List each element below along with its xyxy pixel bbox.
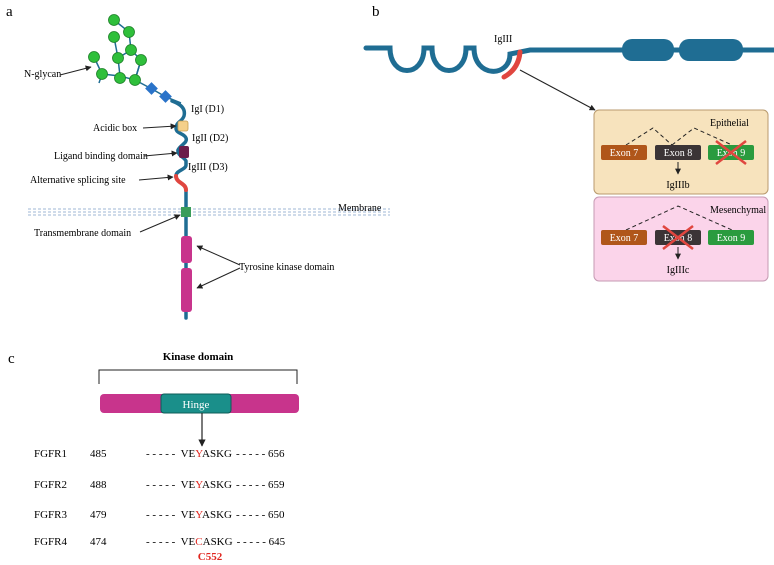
ig3-label: IgIII (D3) [188, 162, 228, 173]
sequence-row-fgfr2: FGFR2 488 - - - - - VEYASKG- - - - - 659 [34, 479, 285, 491]
hinge-box [160, 393, 232, 414]
svg-text:474: 474 [90, 536, 107, 548]
glycan-square-2 [159, 90, 172, 103]
panel-a-letter: a [6, 4, 13, 20]
svg-text:485: 485 [90, 448, 107, 460]
ig2-label: IgII (D2) [192, 133, 228, 144]
kinase-shape-1 [181, 236, 192, 263]
epithelial-title: Epithelial [710, 118, 749, 129]
ig1-label: IgI (D1) [191, 104, 224, 115]
mesenchymal-product: IgIIIc [667, 265, 690, 276]
glycan-node [114, 72, 126, 84]
mesenchymal-title: Mesenchymal [710, 205, 766, 216]
residue-highlight: Y [195, 479, 203, 491]
n-glycan-label: N-glycan [24, 69, 61, 80]
svg-text:FGFR3: FGFR3 [34, 509, 68, 521]
residue-highlight: C [195, 536, 202, 548]
ligand-binding-shape [179, 146, 189, 158]
svg-text:479: 479 [90, 509, 107, 521]
ig3-label-b: IgIII [494, 34, 512, 45]
mesenchymal-exclusion-cross-icon [662, 225, 694, 250]
membrane-label: Membrane [338, 203, 382, 214]
ligand-binding-label: Ligand binding domain [54, 151, 148, 162]
kinase-shape-2 [181, 268, 192, 312]
epithelial-exon-8 [655, 145, 701, 160]
svg-text:Exon 9: Exon 9 [717, 233, 746, 244]
tyrosine-kinase-label: Tyrosine kinase domain [239, 262, 334, 273]
alt-splicing-label: Alternative splicing site [30, 175, 126, 186]
panel-a: a [6, 4, 390, 320]
kinase-block-1 [622, 39, 674, 61]
c552-label: C552 [198, 551, 223, 563]
svg-text:Exon 7: Exon 7 [610, 148, 639, 159]
glycan-square-1 [145, 82, 158, 95]
sequence-row-fgfr4: FGFR4 474 - - - - - VECASKG- - - - - 645 [34, 536, 286, 548]
sequence-row-fgfr1: FGFR1 485 - - - - - VEYASKG- - - - - 656 [34, 448, 285, 460]
mesenchymal-exon-7 [601, 230, 647, 245]
panel-b: b IgIII Epithelial Exon 7 Exon 8 Exon 9 … [363, 4, 774, 282]
mesenchymal-exon-9 [708, 230, 754, 245]
glycan-node [88, 51, 100, 63]
svg-text:- - - - - VEYASKG- - - - - 65: - - - - - VEYASKG- - - - - 659 [146, 479, 285, 491]
transmembrane-shape [181, 207, 191, 217]
svg-text:- - - - - VEYASKG- - - - - 65: - - - - - VEYASKG- - - - - 656 [146, 448, 285, 460]
glycan-node [125, 44, 137, 56]
glycan-node [129, 74, 141, 86]
epithelial-exon-7 [601, 145, 647, 160]
epithelial-box: Epithelial Exon 7 Exon 8 Exon 9 IgIIIb [593, 109, 769, 195]
acidic-box-label: Acidic box [93, 123, 137, 134]
membrane [28, 208, 390, 216]
svg-text:FGFR1: FGFR1 [34, 448, 67, 460]
glycan-node [108, 14, 120, 26]
kinase-block-2 [679, 39, 743, 61]
acidic-box-shape [177, 120, 189, 132]
sequence-row-fgfr3: FGFR3 479 - - - - - VEYASKG- - - - - 650 [34, 509, 285, 521]
svg-text:Exon 8: Exon 8 [664, 148, 693, 159]
kinase-domain-title: Kinase domain [163, 351, 234, 363]
epithelial-product: IgIIIb [666, 180, 689, 191]
kinase-domain-bracket [98, 369, 298, 384]
residue-highlight: Y [195, 448, 203, 460]
transmembrane-label: Transmembrane domain [34, 228, 131, 239]
glycan-node [135, 54, 147, 66]
panel-c-letter: c [8, 351, 15, 367]
svg-text:FGFR2: FGFR2 [34, 479, 67, 491]
glycan-node [108, 31, 120, 43]
svg-text:- - - - - VECASKG- - - - - 64: - - - - - VECASKG- - - - - 645 [146, 536, 286, 548]
protein-linear-backbone [363, 45, 774, 74]
glycan-nodes [88, 14, 147, 86]
panel-c: c Kinase domain Hinge FGFR1 485 - - - - … [8, 351, 299, 563]
mesenchymal-box: Mesenchymal Exon 7 Exon 8 Exon 9 IgIIIc [593, 196, 769, 282]
panel-b-letter: b [372, 4, 380, 20]
glycan-node [112, 52, 124, 64]
svg-text:Exon 7: Exon 7 [610, 233, 639, 244]
svg-text:488: 488 [90, 479, 107, 491]
glycan-node [96, 68, 108, 80]
mesenchymal-splice-lines [625, 205, 733, 231]
ig3-splice-segment [501, 49, 523, 80]
svg-text:FGFR4: FGFR4 [34, 536, 68, 548]
residue-highlight: Y [195, 509, 203, 521]
epithelial-exclusion-cross-icon [715, 140, 747, 165]
epithelial-splice-lines [625, 127, 733, 146]
glycan-node [123, 26, 135, 38]
hinge-label: Hinge [183, 399, 210, 411]
alternative-splice-segment [174, 174, 188, 192]
svg-text:- - - - - VEYASKG- - - - - 65: - - - - - VEYASKG- - - - - 650 [146, 509, 285, 521]
